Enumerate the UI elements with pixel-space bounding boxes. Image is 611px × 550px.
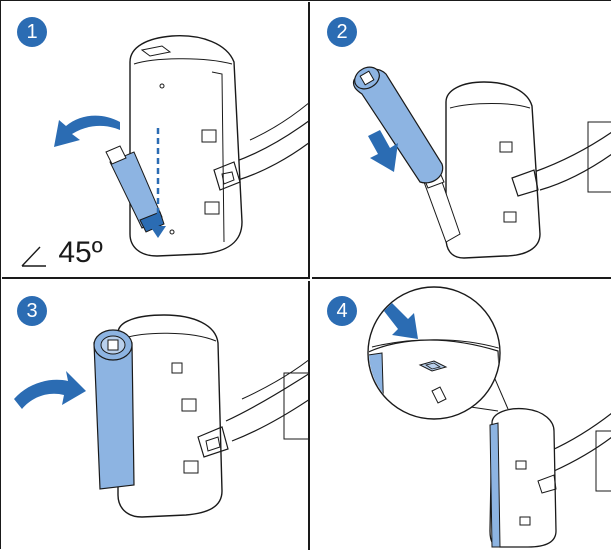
straight-arrow-icon [368,130,398,172]
step-1-panel: 1 [2,2,310,279]
angle-label: 45º [20,235,103,271]
step-3-badge: 3 [17,296,47,326]
step-4-badge: 4 [327,296,357,326]
step-3-panel: 3 [2,281,310,550]
step-4-panel: 4 [312,281,611,550]
step-1-badge: 1 [17,17,47,47]
curved-arrow-icon [14,371,86,409]
straight-arrow-icon [384,303,418,339]
step-2-badge: 2 [327,17,357,47]
step-4-illustration [367,286,611,548]
angle-value: 45º [58,236,103,269]
step-3-illustration [14,314,308,518]
brush-roller [105,145,165,233]
brush-roller [93,329,135,490]
brush-roller [352,66,444,184]
angle-icon [21,246,46,267]
step-2-illustration [352,66,611,259]
step-2-panel: 2 [312,2,611,279]
step-1-illustration [54,35,308,257]
curved-arrow-icon [54,115,120,147]
zoom-detail [367,286,501,420]
